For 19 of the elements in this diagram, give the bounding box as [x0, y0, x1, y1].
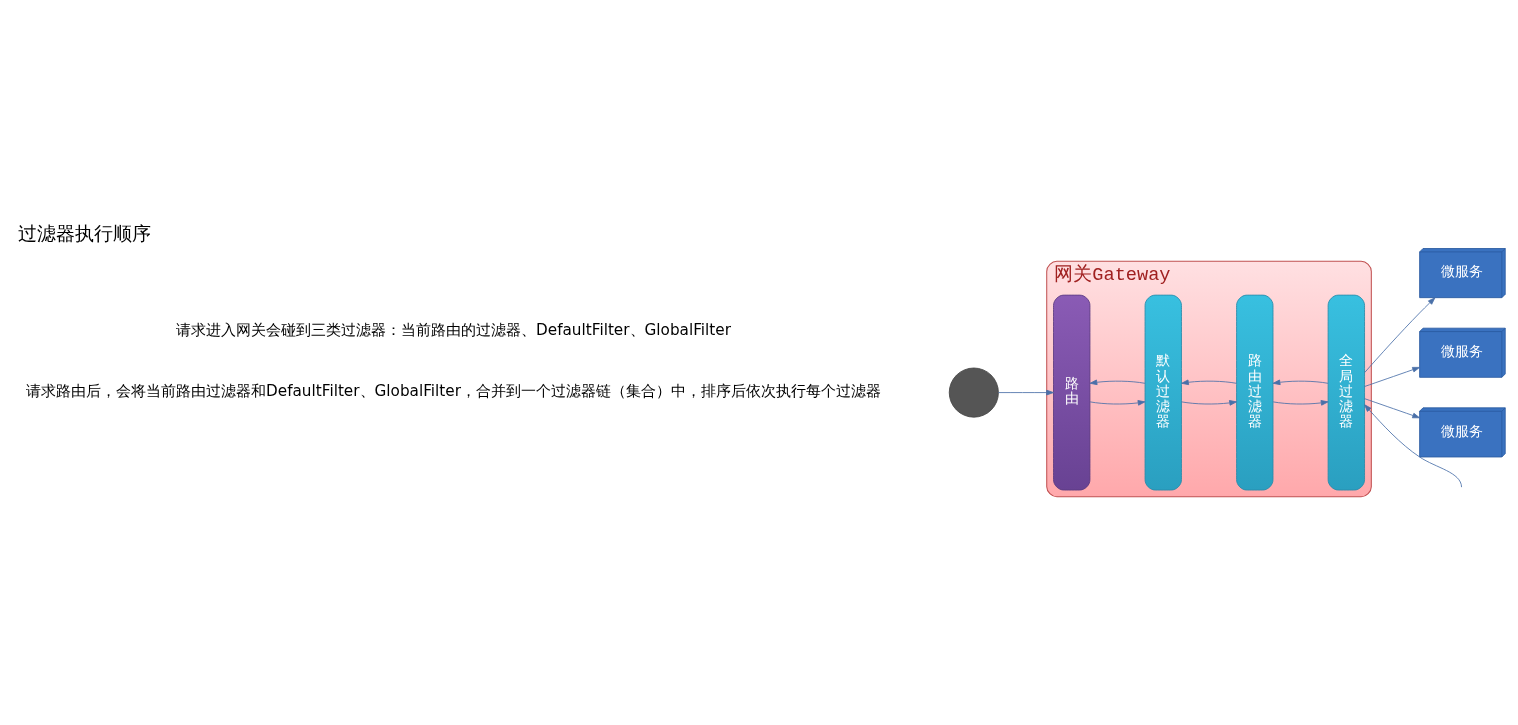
arrow: [1089, 379, 1146, 386]
arrow: [1364, 404, 1462, 488]
node-box: 全局过滤器: [1327, 294, 1365, 491]
arrow: [1089, 400, 1146, 406]
arrow: [1364, 297, 1436, 373]
arrow: [1181, 400, 1237, 406]
diagram-title: 过滤器执行顺序: [17, 222, 151, 244]
arrow: [1272, 379, 1329, 386]
arrow: [1364, 366, 1420, 387]
arrow: [1272, 400, 1329, 406]
node-box: 默认过滤器: [1144, 294, 1182, 491]
label: 请求进入网关会碰到三类过滤器：当前路由的过滤器、DefaultFilter、GlobalFilter: [176, 321, 731, 340]
node-box: 路由过滤器: [1236, 294, 1274, 491]
node-person: [948, 367, 999, 418]
node-box: 路由: [1053, 294, 1091, 491]
arrow: [998, 389, 1054, 396]
label: 请求路由后，会将当前路由过滤器和DefaultFilter、GlobalFilter，合并到一个过滤器链（集合）中，排序后依次执行每个过滤器: [26, 382, 881, 401]
arrow: [1181, 379, 1237, 386]
arrow: [1364, 398, 1420, 419]
